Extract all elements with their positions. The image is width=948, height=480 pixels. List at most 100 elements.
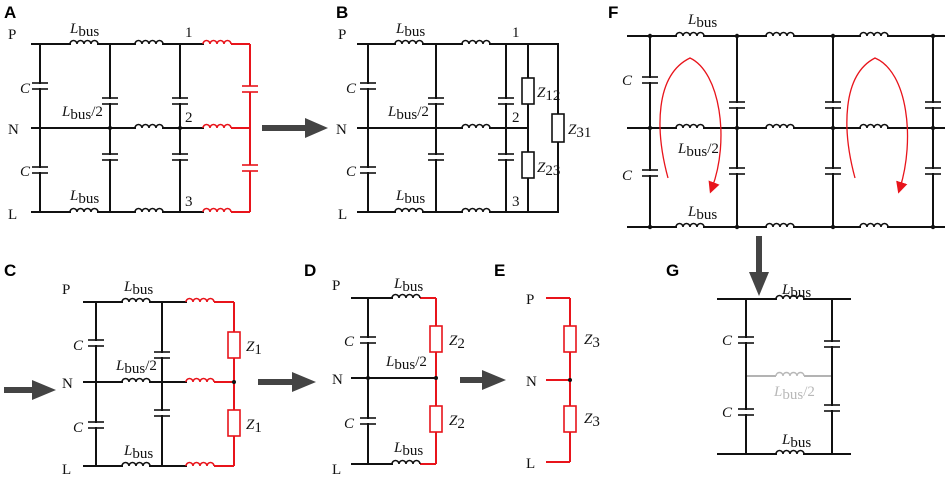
inductor-label-lbus: Lbus — [69, 21, 99, 40]
impedance-label-z3: Z3 — [584, 332, 600, 351]
arrow-down-icon — [749, 236, 769, 296]
node-label-l: L — [62, 462, 71, 478]
inductor-label-lbus-half: Lbus/2 — [385, 354, 427, 373]
inductor-label-lbus-half: Lbus/2 — [115, 358, 157, 377]
capacitor-label: C — [344, 334, 355, 350]
arrow-right-icon — [262, 118, 328, 138]
panel-label-e: E — [494, 261, 505, 280]
inductor-highlighted — [185, 297, 215, 303]
capacitor-column — [498, 43, 514, 213]
capacitor-column — [825, 35, 841, 228]
node-number-2: 2 — [185, 110, 193, 126]
node-label-n: N — [336, 122, 347, 138]
arrow-right-icon — [4, 380, 56, 400]
inductor-label-lbus: Lbus — [393, 276, 423, 295]
capacitor-label: C — [722, 333, 733, 349]
inductor — [765, 31, 795, 37]
inductor — [775, 449, 805, 455]
capacitor-label: C — [722, 405, 733, 421]
inductor — [121, 377, 151, 383]
inductor — [134, 39, 164, 45]
inductor — [121, 461, 151, 467]
capacitor-label: C — [346, 81, 357, 97]
panel-label-c: C — [4, 261, 16, 280]
inductor-label-lbus-half: Lbus/2 — [61, 104, 103, 123]
inductor — [675, 123, 705, 129]
capacitor-label: C — [20, 164, 31, 180]
inductor-label-lbus-half: Lbus/2 — [387, 104, 429, 123]
impedance-label-z12: Z12 — [537, 85, 560, 104]
junction-dot — [178, 126, 182, 130]
inductor — [775, 294, 805, 300]
inductor — [134, 123, 164, 129]
inductor-highlighted — [185, 377, 215, 383]
panel-label-a: A — [4, 3, 16, 22]
inductor-label-lbus: Lbus — [123, 443, 153, 462]
capacitor-label: C — [73, 420, 84, 436]
node-label-p: P — [8, 27, 16, 43]
node-number-1: 1 — [185, 25, 193, 41]
inductor-label-lbus: Lbus — [393, 440, 423, 459]
capacitor-column — [102, 43, 118, 213]
inductor-highlighted — [202, 123, 232, 129]
inductor — [134, 207, 164, 213]
impedance-label-z31: Z31 — [568, 122, 591, 141]
inductor — [69, 39, 99, 45]
inductor — [765, 123, 795, 129]
current-loop-arrow — [846, 57, 909, 194]
inductor — [461, 207, 491, 213]
inductor-label-lbus: Lbus — [781, 432, 811, 451]
capacitor-label: C — [344, 416, 355, 432]
impedance-z31 — [551, 43, 565, 213]
node-label-l: L — [526, 456, 535, 472]
inductor-label-lbus: Lbus — [69, 188, 99, 207]
node-label-p: P — [332, 278, 340, 294]
capacitor-column-highlighted — [242, 44, 258, 212]
capacitor-label: C — [346, 164, 357, 180]
node-number-3: 3 — [185, 194, 193, 210]
capacitor-label: C — [73, 338, 84, 354]
node-label-p: P — [62, 282, 70, 298]
node-label-n: N — [8, 122, 19, 138]
inductor-label-lbus: Lbus — [395, 21, 425, 40]
panel-b: B P N L — [336, 3, 591, 223]
capacitor-column — [32, 43, 48, 213]
inductor — [675, 31, 705, 37]
inductor — [461, 39, 491, 45]
node-label-p: P — [338, 27, 346, 43]
capacitor-column — [642, 35, 658, 228]
arrow-right-icon — [258, 372, 316, 392]
panel-a: A P N L — [4, 3, 258, 223]
inductor — [69, 207, 99, 213]
inductor — [121, 297, 151, 303]
capacitor-label: C — [622, 73, 633, 89]
node-label-n: N — [526, 374, 537, 390]
node-number-2: 2 — [512, 110, 520, 126]
panel-label-d: D — [304, 261, 316, 280]
inductor — [391, 459, 421, 465]
capacitor-column — [729, 35, 745, 228]
inductor-label-lbus: Lbus — [395, 188, 425, 207]
inductor-label-lbus-half: Lbus/2 — [677, 141, 719, 160]
impedance-column-highlighted — [429, 298, 443, 464]
inductor — [859, 222, 889, 228]
inductor-label-lbus: Lbus — [123, 279, 153, 298]
inductor-label-lbus: Lbus — [687, 204, 717, 223]
panel-label-g: G — [666, 261, 679, 280]
inductor — [765, 222, 795, 228]
node-label-l: L — [332, 462, 341, 478]
panel-label-f: F — [608, 3, 618, 22]
node-number-3: 3 — [512, 194, 520, 210]
inductor — [394, 39, 424, 45]
impedance-label-z23: Z23 — [537, 160, 560, 179]
impedance-label-z1: Z1 — [246, 339, 262, 358]
node-label-l: L — [8, 207, 17, 223]
capacitor-column — [824, 298, 840, 455]
arrow-right-icon — [460, 370, 506, 390]
capacitor-column — [154, 301, 170, 467]
inductor — [461, 123, 491, 129]
node-label-p: P — [526, 292, 534, 308]
impedance-label-z2: Z2 — [449, 413, 465, 432]
impedance-column-highlighted — [563, 298, 577, 462]
